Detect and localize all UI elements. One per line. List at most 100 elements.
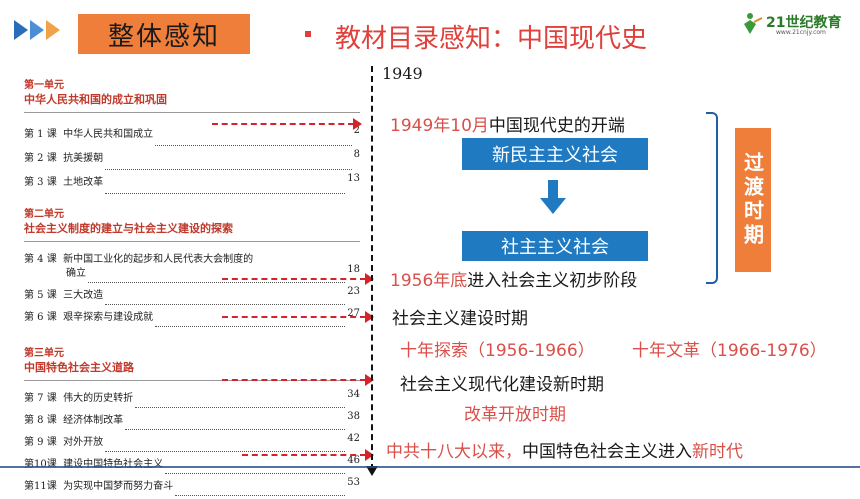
timeline-arrow-icon (366, 466, 378, 476)
lesson-name: 伟大的历史转折 (63, 393, 134, 404)
logo-url: www.21cnjy.com (776, 29, 826, 36)
toc-unit-3: 第三单元 中国特色社会主义道路 第 7 课 伟大的历史转折 34 第 8 课 经… (24, 344, 360, 499)
leader-dots (105, 149, 352, 170)
toc-lesson: 第 6 课 艰辛探索与建设成就 27 (24, 308, 360, 330)
logo-figure-icon (744, 13, 763, 34)
event-highlight: 新时代 (692, 442, 743, 462)
leader-dots (88, 264, 346, 283)
socialism-box: 社主主义社会 (462, 231, 648, 261)
lesson-page: 13 (347, 173, 360, 184)
event-date: 1956年底 (390, 271, 468, 291)
leader-dots (135, 389, 346, 408)
toc-unit-2: 第二单元 社会主义制度的建立与社会主义建设的探索 第 4 课 新中国工业化的起步… (24, 205, 360, 330)
lesson-num: 第10课 (24, 459, 57, 470)
lesson-page: 23 (347, 286, 360, 297)
ten-year-exploration: 十年探索（1956-1966） (400, 341, 595, 361)
toc-lesson: 第 7 课 伟大的历史转折 34 (24, 389, 360, 411)
lesson-page: 53 (347, 477, 360, 488)
transition-period-label: 过渡时期 (735, 128, 771, 272)
toc-lesson: 第 5 课 三大改造 23 (24, 286, 360, 308)
lesson-name: 抗美援朝 (63, 153, 104, 164)
section-title-text: 整体感知 (107, 21, 220, 52)
leader-dots (155, 125, 352, 146)
unit-label: 第二单元 (24, 209, 64, 220)
divider (24, 241, 360, 242)
lesson-name: 对外开放 (63, 437, 104, 448)
leader-dots (105, 433, 346, 452)
brand-logo: 21世纪教育 www.21cnjy.com (740, 10, 850, 38)
lesson-num: 第 2 课 (24, 153, 57, 164)
leader-dots (165, 455, 346, 474)
footer-divider (0, 466, 860, 468)
page-subtitle: 教材目录感知：中国现代史 (335, 24, 648, 54)
toc-panel: 第一单元 中华人民共和国的成立和巩固 第 1 课 中华人民共和国成立 2 第 2… (24, 76, 360, 499)
lesson-num: 第 6 课 (24, 312, 57, 323)
toc-lesson: 第 9 课 对外开放 42 (24, 433, 360, 455)
divider (24, 112, 360, 113)
lesson-page: 18 (347, 264, 360, 275)
modernization-period: 社会主义现代化建设新时期 (400, 375, 604, 395)
lesson-page: 42 (347, 433, 360, 444)
event-date: 1949年10月 (390, 116, 489, 136)
lesson-num: 第 3 课 (24, 177, 57, 188)
event-desc: 中国特色社会主义进入 (522, 442, 692, 462)
logo-text: 21世纪教育 (766, 15, 842, 31)
leader-dots (105, 173, 346, 194)
box-label: 新民主主义社会 (492, 145, 618, 166)
link-arrow-icon (222, 273, 374, 285)
event-1949: 1949年10月中国现代史的开端 (390, 111, 625, 136)
toc-lesson: 第 1 课 中华人民共和国成立 2 (24, 125, 360, 149)
lesson-name: 新中国工业化的起步和人民代表大会制度的 (63, 254, 254, 265)
lesson-name: 三大改造 (63, 290, 104, 301)
lesson-page: 2 (353, 125, 360, 136)
toc-lesson: 第11课 为实现中国梦而努力奋斗 53 (24, 477, 360, 499)
down-arrow-head-icon (540, 198, 566, 214)
link-arrow-icon (222, 311, 374, 323)
lesson-page: 8 (353, 149, 360, 160)
lesson-name: 建设中国特色社会主义 (63, 459, 164, 470)
start-year: 1949 (382, 64, 423, 83)
leader-dots (175, 477, 346, 496)
lesson-num: 第 5 课 (24, 290, 57, 301)
unit-label: 第三单元 (24, 348, 64, 359)
bullet-marker (305, 31, 311, 37)
lesson-name: 为实现中国梦而努力奋斗 (63, 481, 174, 492)
unit-title: 中国特色社会主义道路 (24, 361, 134, 374)
reform-opening-period: 改革开放时期 (464, 405, 566, 425)
transition-text: 过渡时期 (740, 152, 765, 248)
toc-unit-1: 第一单元 中华人民共和国的成立和巩固 第 1 课 中华人民共和国成立 2 第 2… (24, 76, 360, 197)
event-desc: 进入社会主义初步阶段 (467, 271, 638, 291)
lesson-name: 中华人民共和国成立 (63, 129, 154, 140)
event-1956: 1956年底进入社会主义初步阶段 (390, 266, 637, 291)
lesson-num: 第 4 课 (24, 254, 57, 265)
event-desc: 中国现代史的开端 (488, 116, 625, 136)
section-title: 整体感知 (78, 14, 250, 54)
lesson-name: 艰辛探索与建设成就 (63, 312, 154, 323)
unit-label: 第一单元 (24, 80, 64, 91)
lesson-num: 第 8 课 (24, 415, 57, 426)
toc-lesson: 第 4 课 新中国工业化的起步和人民代表大会制度的 (24, 250, 360, 265)
leader-dots (155, 308, 346, 327)
toc-lesson: 第 8 课 经济体制改革 38 (24, 411, 360, 433)
toc-lesson: 第 3 课 土地改革 13 (24, 173, 360, 197)
lesson-name: 土地改革 (63, 177, 104, 188)
lesson-page: 38 (347, 411, 360, 422)
link-arrow-icon (212, 118, 362, 130)
lesson-num: 第11课 (24, 481, 57, 492)
lesson-page: 46 (347, 455, 360, 466)
event-date: 中共十八大以来， (386, 442, 522, 462)
lesson-name: 确立 (66, 268, 86, 279)
lesson-num: 第 9 课 (24, 437, 57, 448)
new-era-event: 中共十八大以来，中国特色社会主义进入新时代 (386, 437, 743, 462)
lesson-page: 27 (347, 308, 360, 319)
new-democracy-box: 新民主主义社会 (462, 138, 648, 170)
down-arrow-icon (548, 180, 558, 200)
toc-lesson-cont: 确立 18 (24, 264, 360, 286)
right-bracket (706, 112, 718, 284)
unit-title: 社会主义制度的建立与社会主义建设的探索 (24, 222, 233, 235)
box-label: 社主主义社会 (501, 237, 609, 258)
lesson-page: 34 (347, 389, 360, 400)
lesson-name: 经济体制改革 (63, 415, 124, 426)
divider (24, 380, 360, 381)
unit-title: 中华人民共和国的成立和巩固 (24, 93, 167, 106)
